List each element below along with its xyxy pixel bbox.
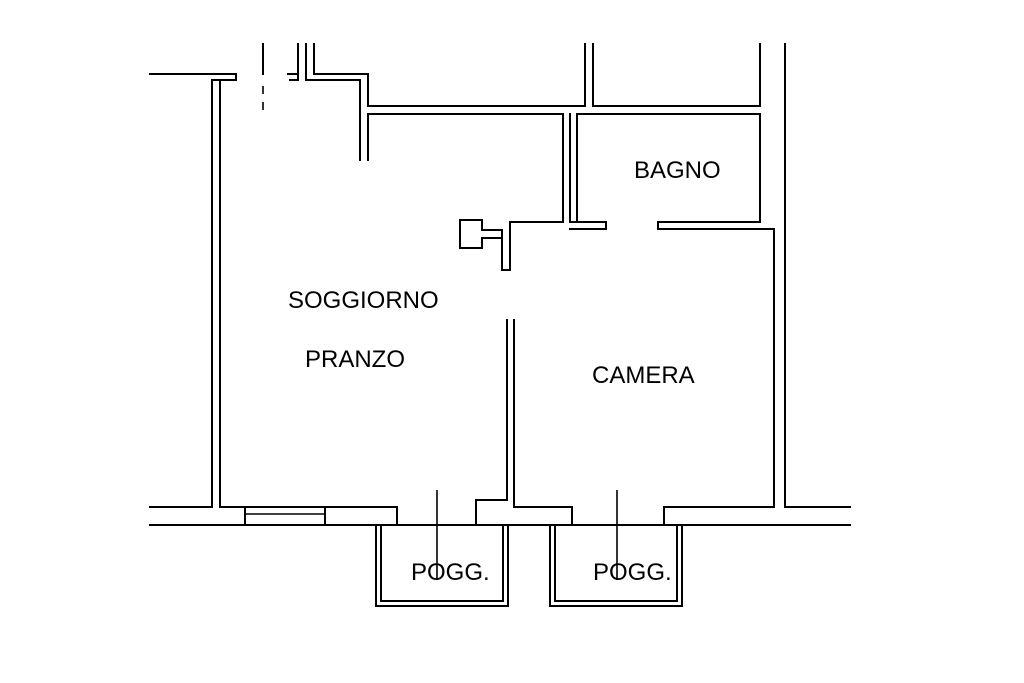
room-label-soggiorno: SOGGIORNO	[288, 287, 439, 314]
room-label-poggiolo-right: POGG.	[593, 559, 672, 586]
room-label-pranzo: PRANZO	[305, 346, 405, 373]
balcony-left	[375, 490, 509, 607]
left-outer-wall	[149, 73, 246, 508]
entry-wall-top-left	[262, 43, 586, 271]
room-label-camera: CAMERA	[592, 362, 695, 389]
right-outer-wall	[784, 43, 851, 508]
room-label-bagno: BAGNO	[634, 157, 721, 184]
bathroom-walls	[569, 43, 775, 526]
chimney-block	[459, 219, 511, 271]
room-label-poggiolo-left: POGG.	[411, 559, 490, 586]
balcony-right	[549, 490, 683, 607]
bottom-facade	[149, 506, 851, 526]
partition-wall	[475, 319, 573, 526]
